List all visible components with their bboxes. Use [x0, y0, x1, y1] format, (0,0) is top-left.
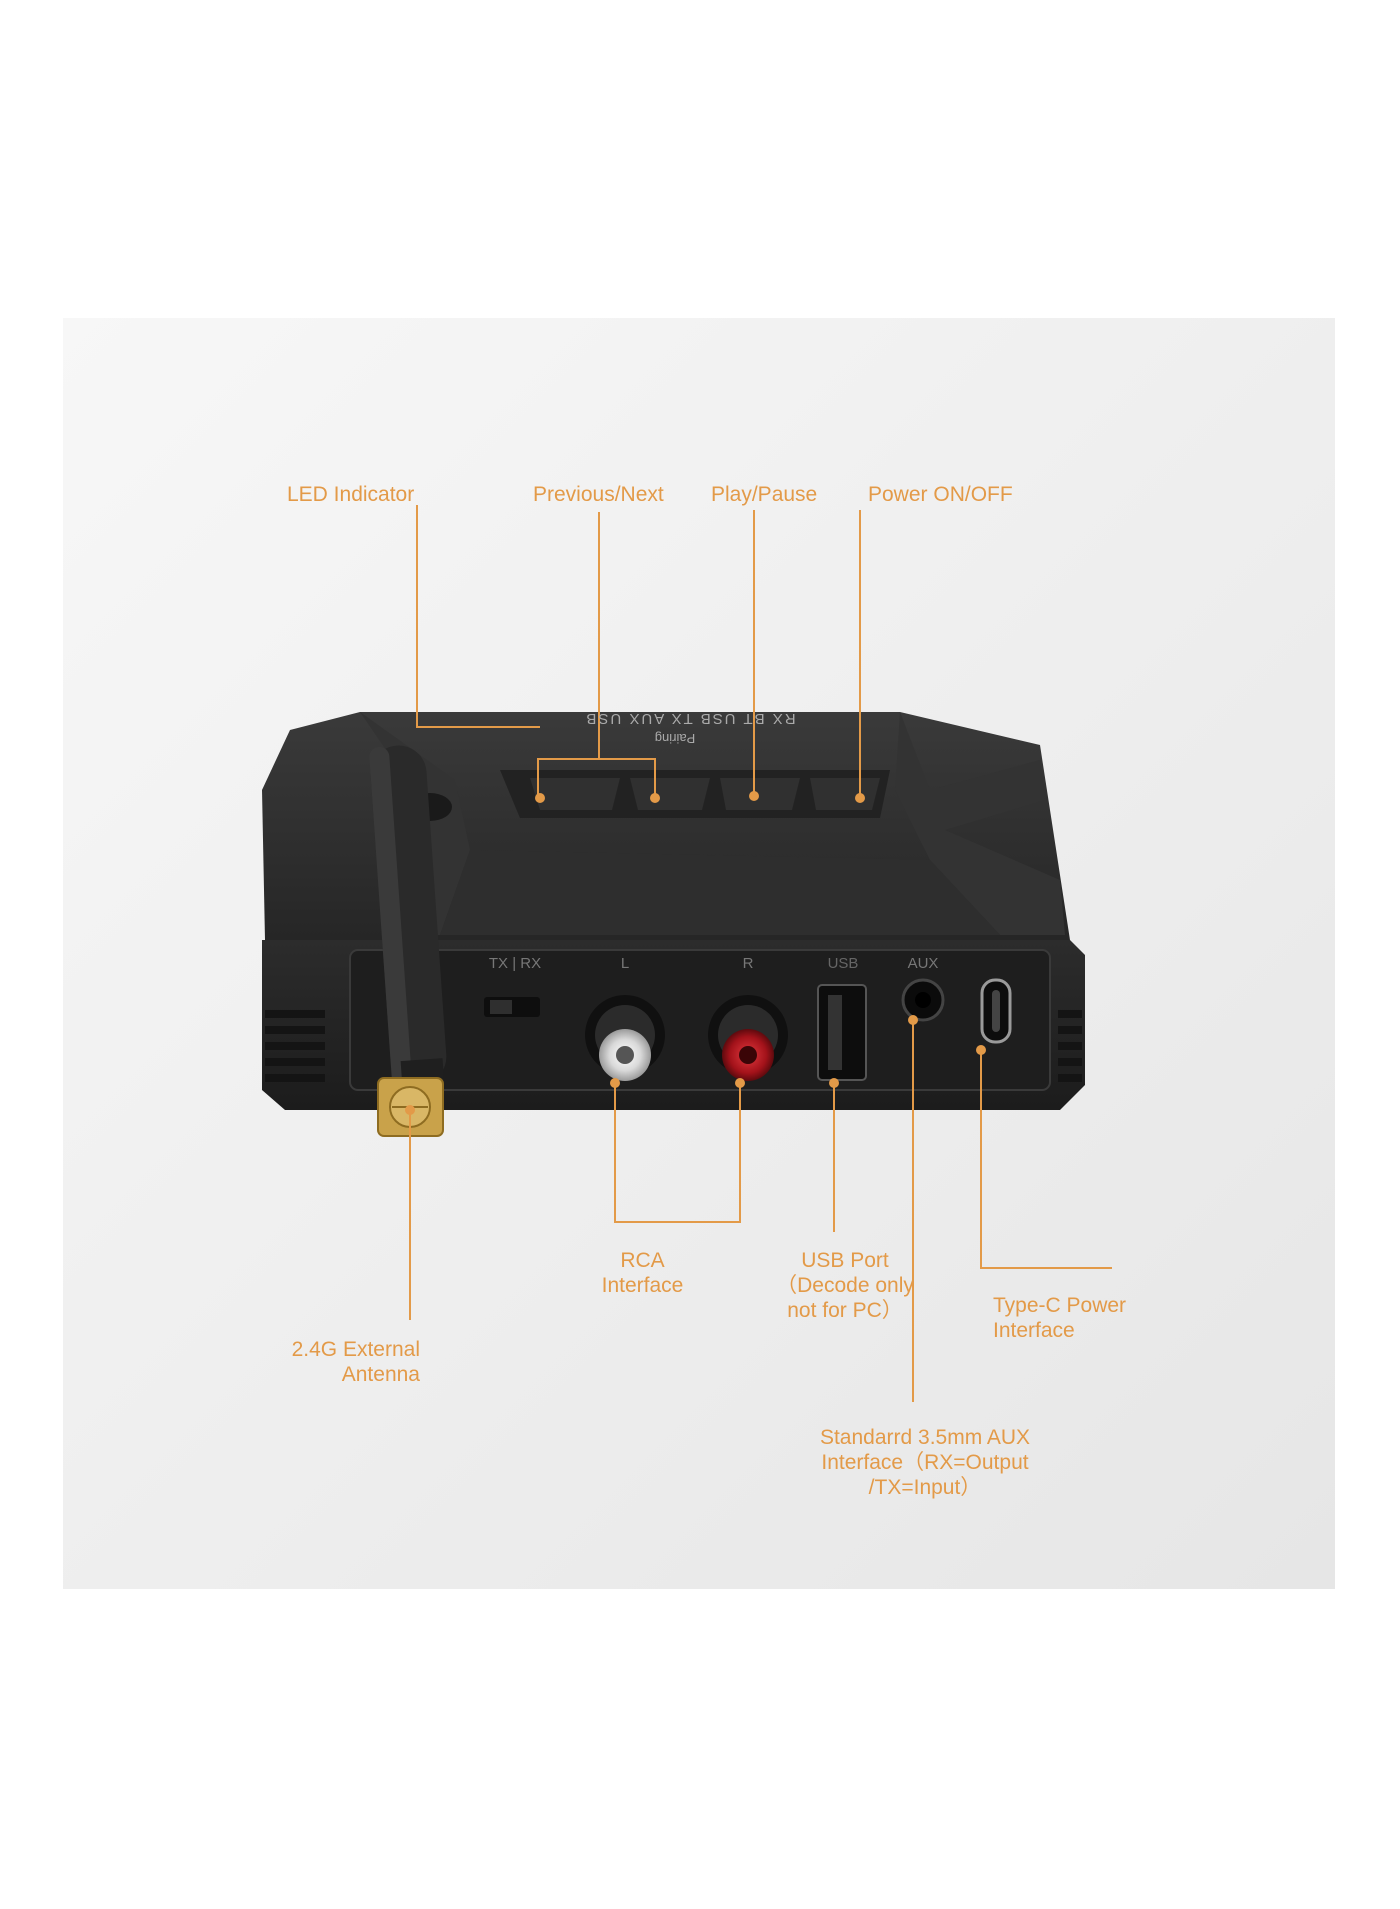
callout-type-c: Type-C Power Interface — [993, 1293, 1126, 1343]
callout-rca-line1: RCA — [620, 1249, 665, 1272]
callout-power: Power ON/OFF — [868, 483, 1013, 506]
callout-antenna: 2.4G External Antenna — [250, 1337, 420, 1387]
device-top-labels: RX BT USB TX AUX USB — [584, 710, 796, 727]
aux-label: AUX — [907, 955, 939, 972]
callout-usb-line3: not for PC） — [787, 1299, 903, 1322]
callout-usb: USB Port （Decode only not for PC） — [760, 1248, 930, 1323]
callout-led-indicator: LED Indicator — [287, 483, 415, 506]
usb-label: USB — [827, 955, 859, 972]
device-pairing-label: Pairing — [654, 731, 696, 746]
antenna — [369, 745, 447, 1092]
callout-usb-line1: USB Port — [801, 1249, 889, 1272]
callout-type-c-line2: Interface — [993, 1319, 1075, 1342]
callout-play-pause: Play/Pause — [711, 483, 818, 506]
leader-dots — [405, 791, 986, 1115]
callout-aux-line2: Interface（RX=Output — [821, 1451, 1029, 1474]
callout-aux: Standarrd 3.5mm AUX Interface（RX=Output … — [800, 1425, 1050, 1500]
callout-antenna-line1: 2.4G External — [291, 1338, 420, 1361]
port-panel — [349, 949, 1051, 1091]
callout-usb-line2: （Decode only — [776, 1274, 914, 1297]
callout-previous-next: Previous/Next — [533, 483, 664, 506]
callout-aux-line1: Standarrd 3.5mm AUX — [819, 1426, 1031, 1449]
callout-rca: RCA Interface — [580, 1248, 705, 1298]
callout-antenna-line2: Antenna — [341, 1363, 420, 1386]
rca-right-label: R — [742, 955, 754, 972]
callout-rca-line2: Interface — [601, 1274, 684, 1297]
leader-lines — [409, 505, 1112, 1402]
rca-left-label: L — [620, 955, 630, 972]
callout-type-c-line1: Type-C Power — [993, 1294, 1127, 1317]
switch-label: TX | RX — [488, 955, 542, 972]
callout-aux-line3: /TX=Input） — [868, 1476, 982, 1499]
